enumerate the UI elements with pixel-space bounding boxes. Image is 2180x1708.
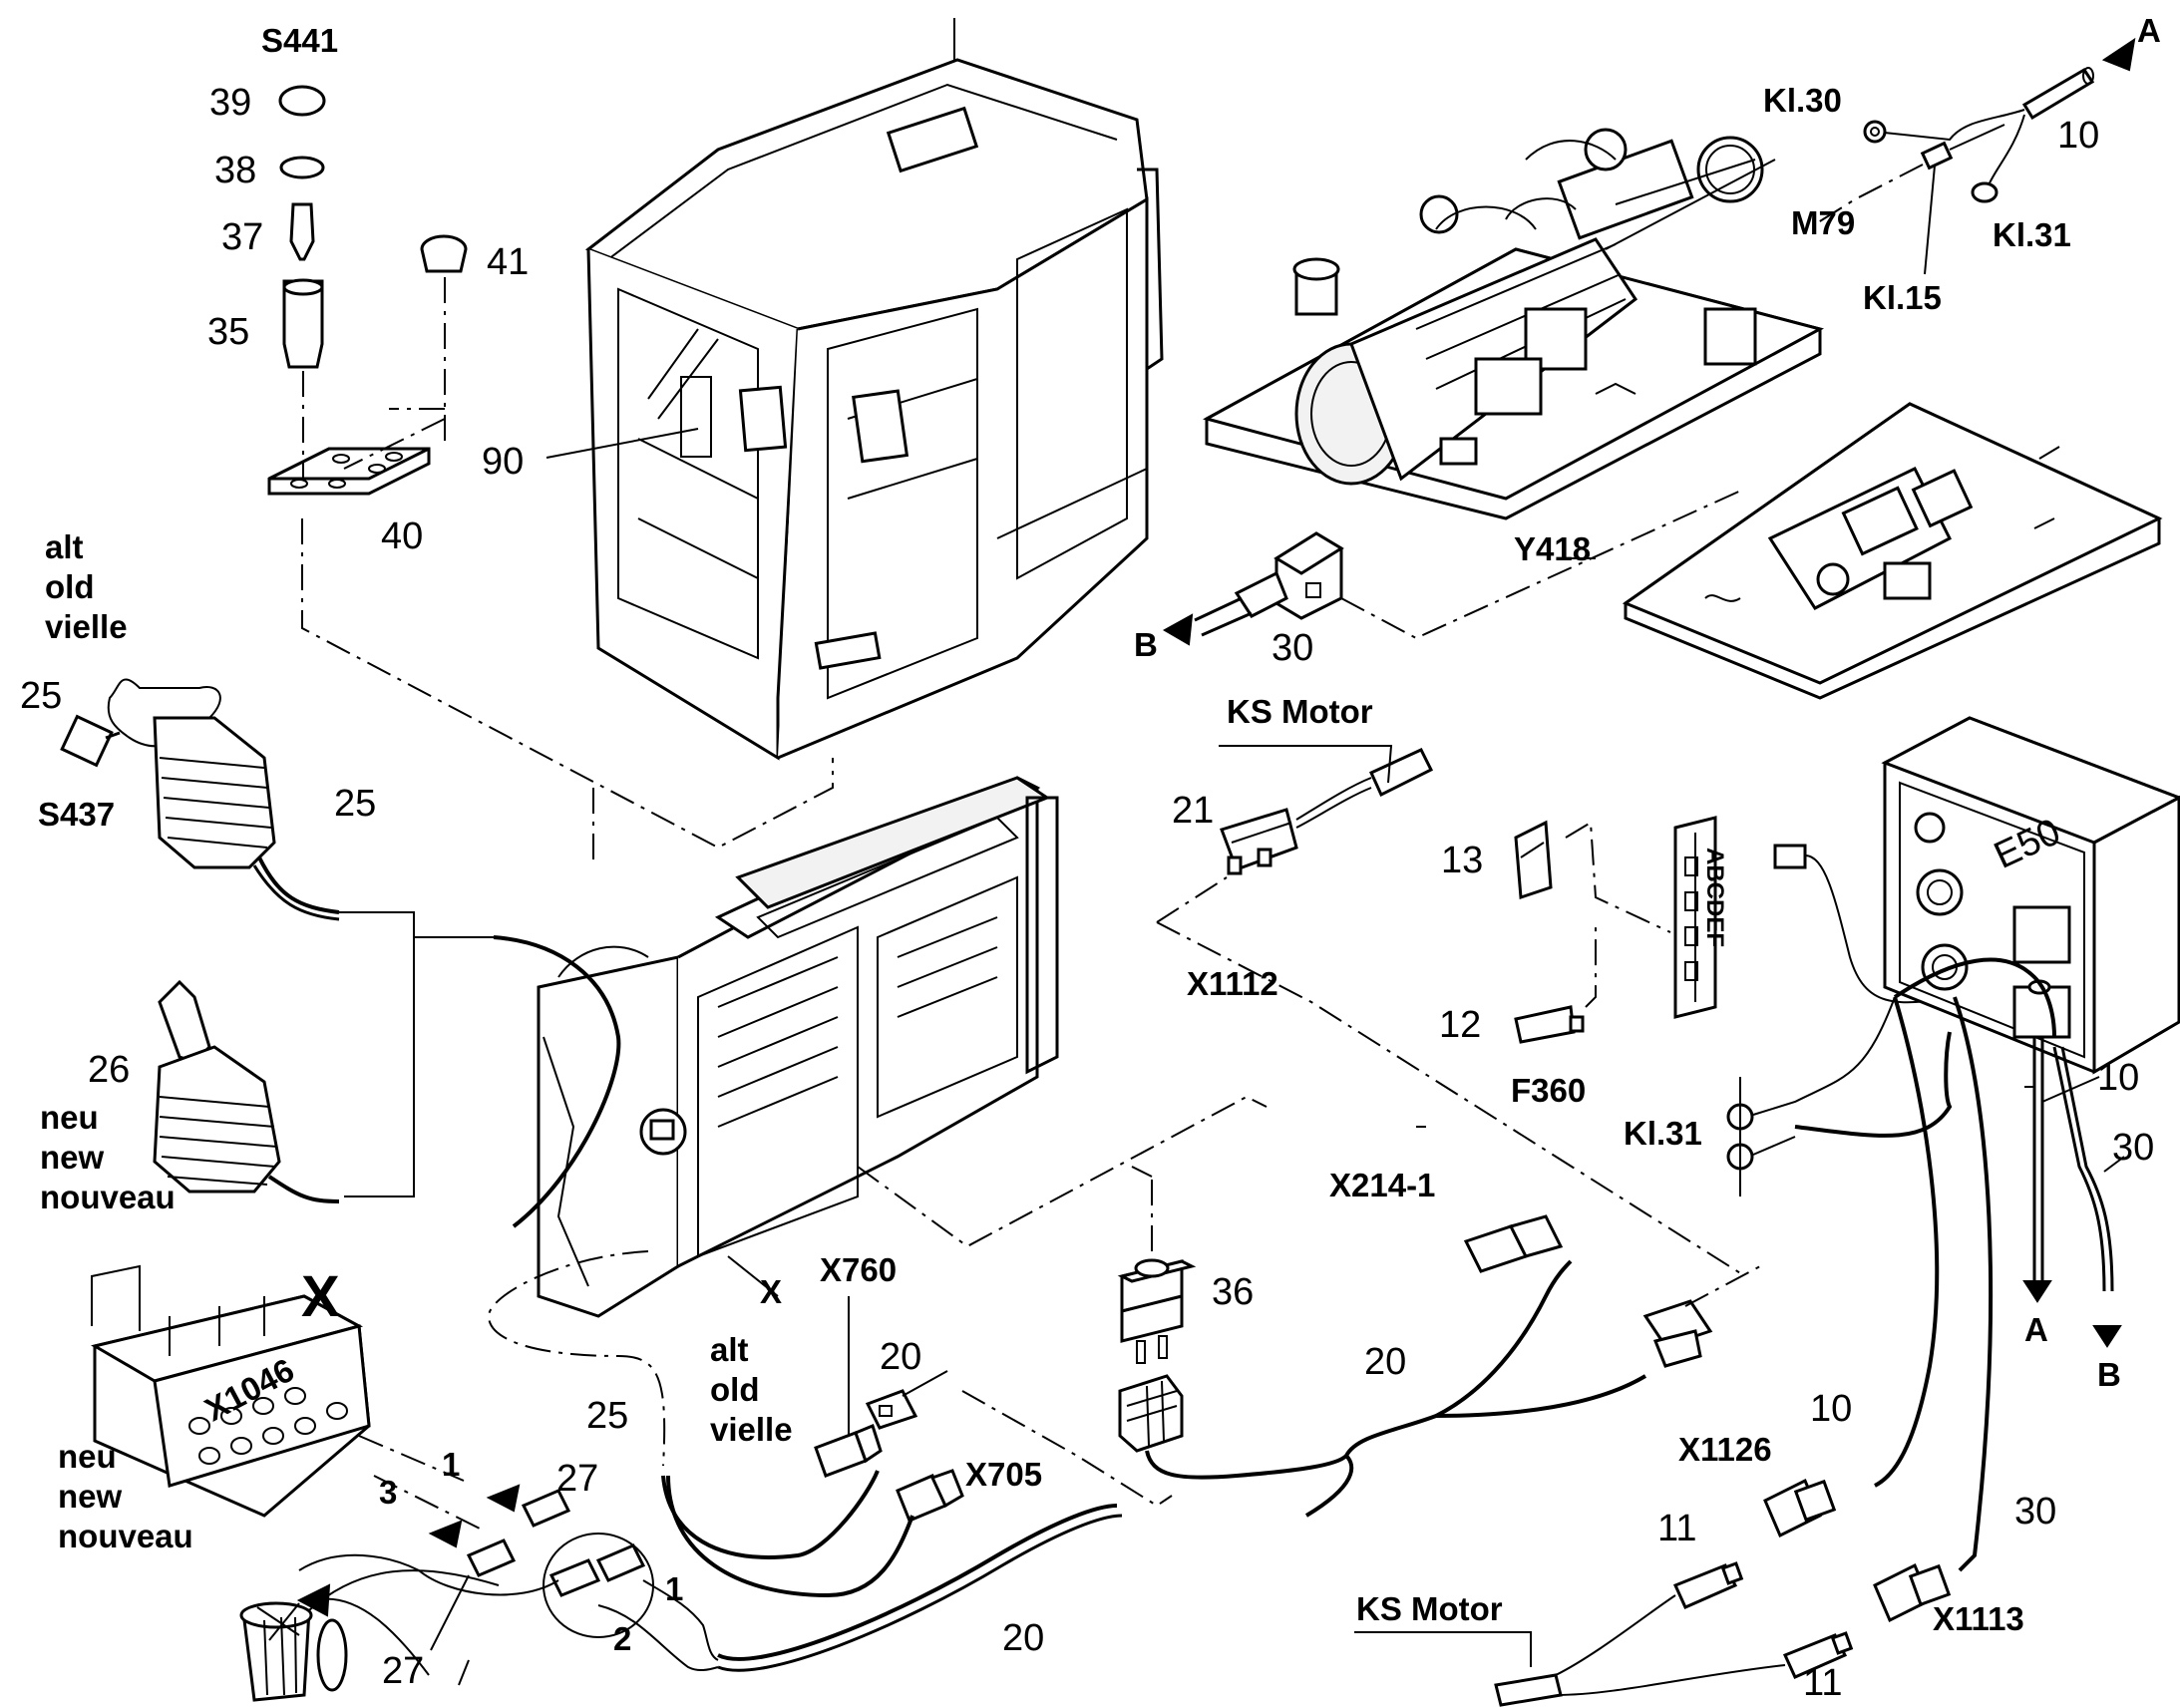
label-41: 41 [487, 241, 529, 283]
label-kl31-mid: Kl.31 [1624, 1115, 1702, 1152]
label-25-a: 25 [20, 675, 62, 717]
label-alt-2: alt [710, 1331, 749, 1368]
detail-x-connector-x1046 [91, 1264, 719, 1676]
label-vielle-2: vielle [710, 1411, 793, 1448]
control-console [537, 776, 1268, 1318]
cables-e50-out [1726, 957, 2125, 1572]
label-x214-1: X214-1 [1329, 1167, 1435, 1203]
label-x760: X760 [820, 1251, 897, 1288]
label-kl30-top: Kl.30 [1763, 82, 1842, 119]
label-detail-x: X [301, 1264, 340, 1329]
harness-20-x214 [1117, 1166, 1761, 1518]
label-36: 36 [1212, 1271, 1254, 1313]
leader-lines [458, 159, 2034, 1686]
label-30-mid: 30 [2112, 1127, 2154, 1169]
connector-21 [1156, 745, 1746, 1277]
label-f360: F360 [1511, 1072, 1586, 1109]
label-neu-2: neu [58, 1438, 117, 1475]
label-new-2: new [58, 1478, 123, 1515]
label-pin-1-a: 1 [442, 1446, 460, 1483]
label-40: 40 [381, 515, 423, 557]
label-ks-motor-top: KS Motor [1227, 693, 1373, 730]
connector-30-plug [1162, 488, 1746, 646]
label-x705: X705 [965, 1456, 1042, 1493]
label-11-a: 11 [1657, 1508, 1696, 1549]
label-12: 12 [1439, 1004, 1481, 1046]
label-pin-1-b: 1 [665, 1570, 683, 1607]
label-30-bottom: 30 [2014, 1491, 2056, 1533]
label-27-a: 27 [556, 1458, 598, 1500]
label-s441: S441 [261, 22, 338, 59]
connectors-x1126-x1113 [1354, 1478, 1952, 1707]
connectors-x760-x705 [487, 1250, 1173, 1598]
label-arrow-b-bottom: B [2097, 1356, 2121, 1393]
label-new-1: new [40, 1139, 105, 1176]
label-25-c: 25 [586, 1395, 628, 1437]
label-y418: Y418 [1514, 530, 1591, 567]
label-27-b: 27 [382, 1650, 424, 1692]
harness-20-bottom [717, 1504, 1123, 1672]
label-37: 37 [221, 216, 263, 258]
control-box-e50 [1881, 716, 2180, 1075]
label-nouveau-1: nouveau [40, 1179, 176, 1215]
compressor-m79 [1202, 128, 1825, 520]
label-neu-1: neu [40, 1099, 99, 1136]
label-pin-2: 2 [613, 1620, 631, 1657]
label-ks-motor-bottom: KS Motor [1356, 1590, 1503, 1627]
label-21: 21 [1172, 790, 1214, 832]
switch-s441-assembly [267, 85, 834, 850]
label-x1113: X1113 [1933, 1600, 2024, 1637]
label-pin-3: 3 [379, 1474, 397, 1511]
label-90: 90 [482, 441, 524, 483]
label-25-b: 25 [334, 783, 376, 825]
label-39: 39 [209, 82, 251, 124]
label-kl15: Kl.15 [1863, 279, 1942, 316]
label-10-bottom: 10 [1810, 1388, 1852, 1430]
joystick-old [60, 678, 340, 921]
label-38: 38 [214, 150, 256, 191]
label-old-top: old [45, 568, 94, 605]
fuse-holder-f360 [1514, 816, 1956, 1044]
label-arrow-b-left: B [1134, 626, 1158, 663]
label-10-mid: 10 [2097, 1057, 2139, 1099]
label-26: 26 [88, 1049, 130, 1091]
label-kl31-top: Kl.31 [1993, 216, 2071, 253]
label-10-top: 10 [2057, 115, 2099, 157]
waste-bin-icon [239, 1569, 500, 1702]
label-20-bottom: 20 [1002, 1617, 1044, 1659]
label-11-b: 11 [1803, 1662, 1842, 1704]
label-abcdef: ABCDEF [1701, 848, 1728, 947]
label-nouveau-2: nouveau [58, 1518, 193, 1554]
label-m79: M79 [1791, 204, 1855, 241]
label-alt-top: alt [45, 528, 84, 565]
label-20-top: 20 [880, 1336, 921, 1378]
label-x1126: X1126 [1678, 1431, 1772, 1468]
label-old-2: old [710, 1371, 759, 1408]
part-labels: S441 39 38 37 35 41 40 90 Kl.30 Kl.31 Kl… [20, 12, 2161, 1704]
label-x1112: X1112 [1187, 965, 1278, 1002]
label-arrow-a-bottom: A [2024, 1311, 2048, 1348]
label-35: 35 [207, 311, 249, 353]
label-vielle-top: vielle [45, 608, 128, 645]
label-30-top: 30 [1272, 627, 1313, 669]
label-arrow-a-top: A [2137, 12, 2161, 49]
joystick-new [153, 911, 621, 1228]
label-20-mid: 20 [1364, 1341, 1406, 1383]
label-13: 13 [1441, 840, 1483, 881]
valve-block-y418 [1622, 402, 2163, 700]
label-s437: S437 [38, 796, 115, 833]
cable-10-harness [1814, 37, 2136, 275]
label-x-marker: X [760, 1273, 782, 1310]
operator-cab [584, 18, 1164, 761]
